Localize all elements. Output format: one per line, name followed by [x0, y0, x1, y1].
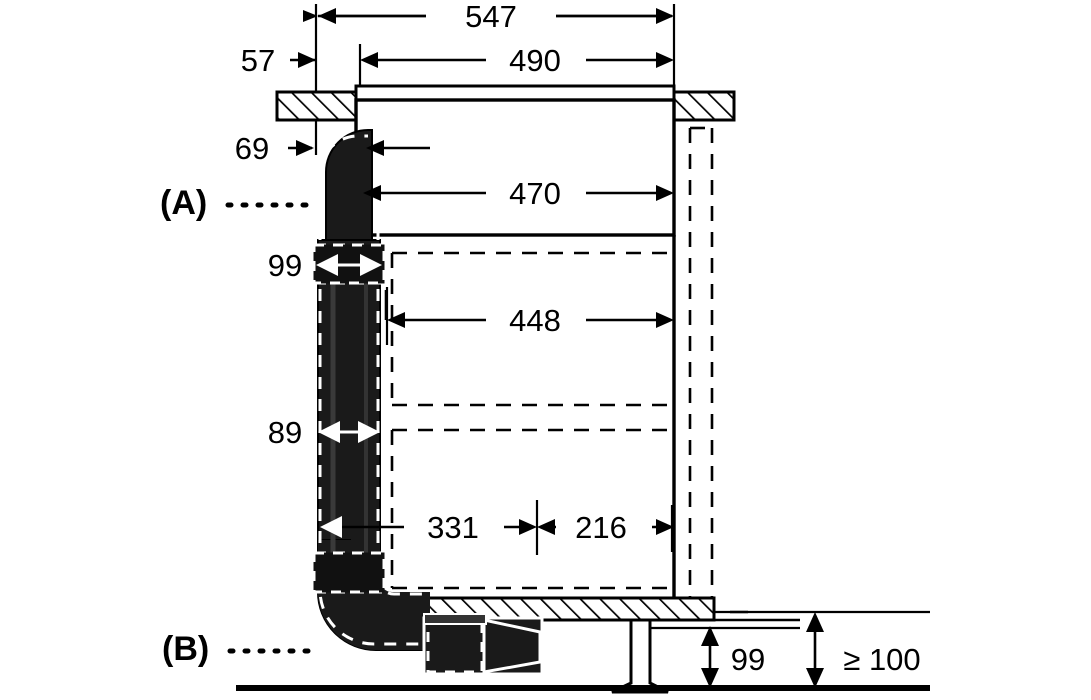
dimension-490-label: 490 — [509, 43, 561, 78]
dimension-99-leg-height: 99 — [701, 626, 765, 688]
dimension-89: 89 — [268, 415, 380, 450]
hood-top-plate — [354, 84, 676, 102]
callout-b: (B) — [162, 630, 323, 668]
dimension-448: 448 — [387, 303, 674, 338]
dimension-331-label: 331 — [427, 510, 479, 545]
dimension-490: 490 — [360, 43, 674, 78]
right-edge-ticks — [690, 610, 748, 622]
dimension-min-100: ≥ 100 — [806, 612, 921, 688]
callout-b-label: (B) — [162, 630, 209, 668]
dimension-547: 547 — [303, 0, 674, 34]
dimension-99-duct-width: 99 — [268, 248, 382, 283]
hidden-edge-outlines — [390, 126, 714, 610]
dimension-99-bottom-label: 99 — [731, 642, 765, 677]
dimension-216-label: 216 — [575, 510, 627, 545]
dimension-470: 470 — [363, 176, 674, 211]
dimension-69: 69 — [235, 131, 430, 166]
ceiling-panel-left — [275, 90, 359, 122]
support-leg — [611, 618, 669, 694]
callout-a: (A) — [160, 184, 319, 222]
dimension-216: 216 — [537, 510, 674, 545]
dimension-69-label: 69 — [235, 131, 269, 166]
dimension-331: 331 — [320, 510, 537, 545]
dimension-547-label: 547 — [465, 0, 517, 34]
dimension-448-label: 448 — [509, 303, 561, 338]
ceiling-panel-right — [670, 90, 736, 122]
dimension-99-top-label: 99 — [268, 248, 302, 283]
dimension-89-label: 89 — [268, 415, 302, 450]
rectangular-duct-outlet — [422, 613, 544, 676]
dimension-57: 57 — [241, 43, 316, 78]
dimension-470-label: 470 — [509, 176, 561, 211]
dimension-min-100-label: ≥ 100 — [843, 642, 920, 677]
dimension-57-label: 57 — [241, 43, 275, 78]
callout-a-label: (A) — [160, 184, 207, 222]
